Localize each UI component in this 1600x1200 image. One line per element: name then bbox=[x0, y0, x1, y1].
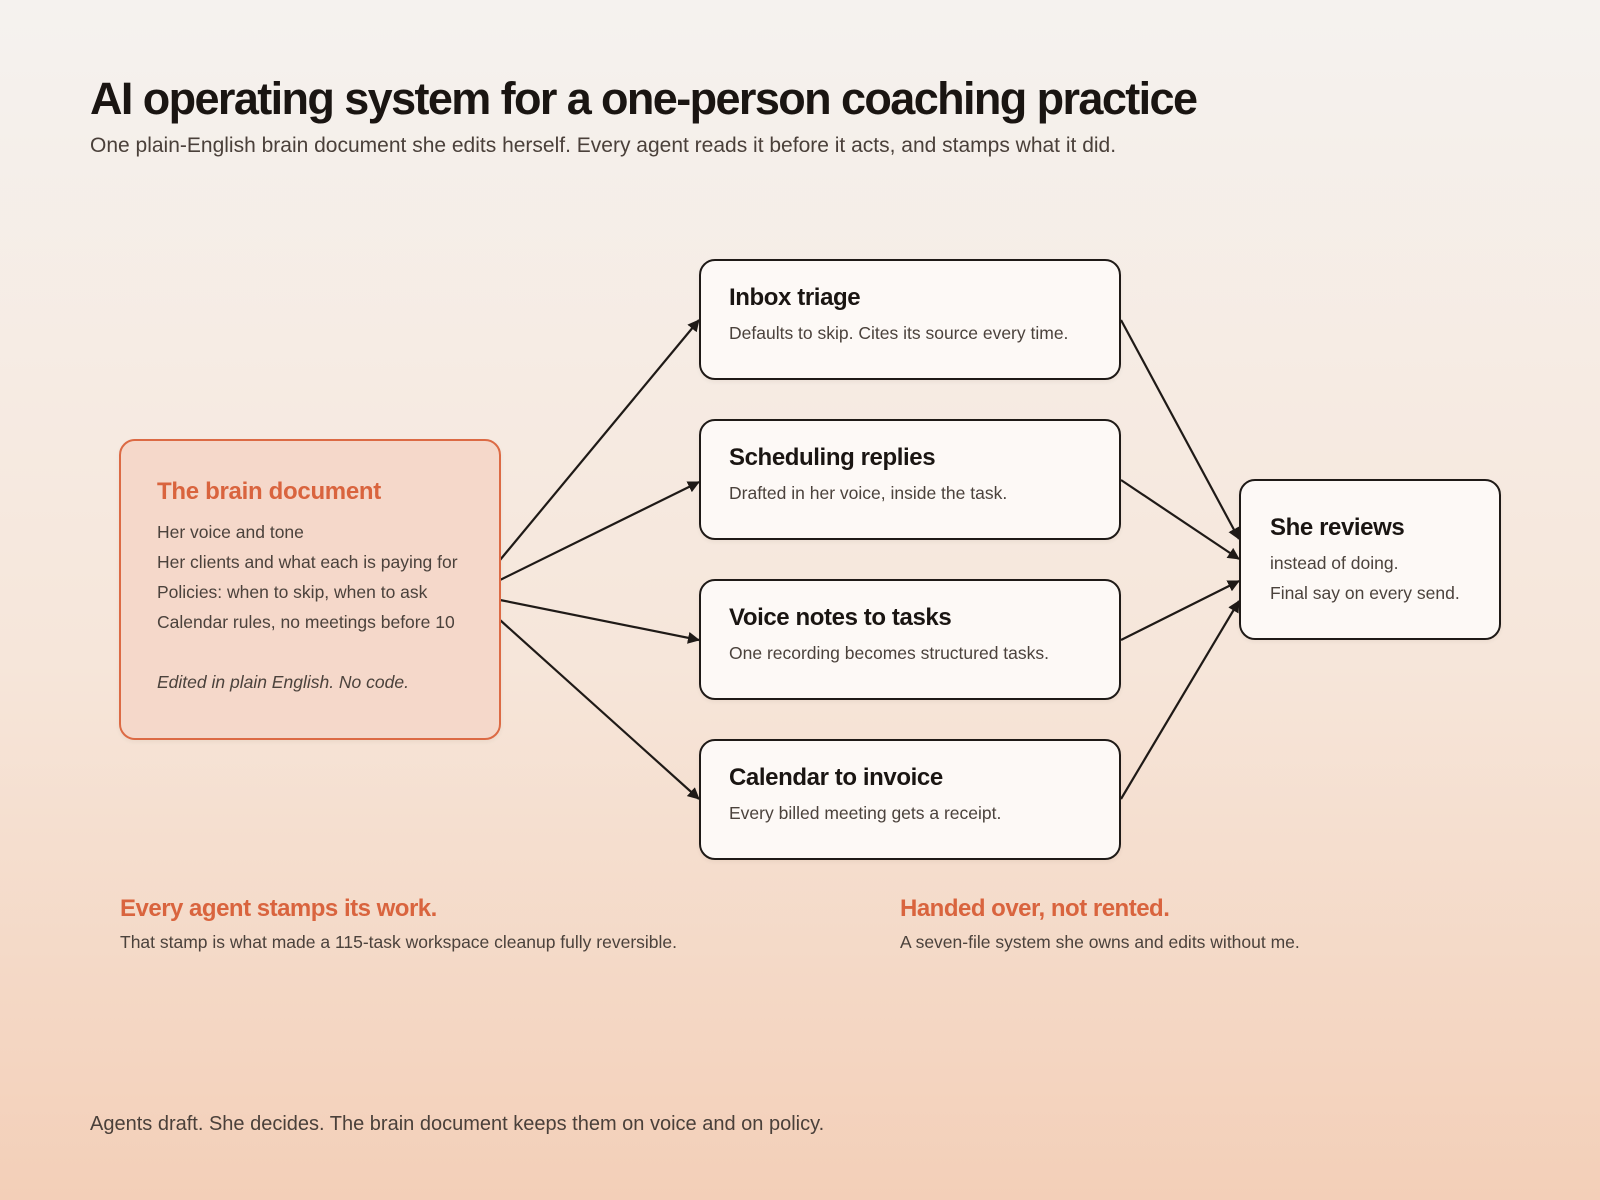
agent-description: Every billed meeting gets a receipt. bbox=[729, 803, 1002, 823]
agent-description: One recording becomes structured tasks. bbox=[729, 643, 1050, 663]
arrow-scheduling-replies-to-review bbox=[1120, 479, 1240, 560]
agent-title: Voice notes to tasks bbox=[729, 604, 952, 631]
footnote-title: Every agent stamps its work. bbox=[120, 895, 437, 922]
arrow-brain-to-calendar-invoice bbox=[499, 619, 700, 800]
brain-document-title: The brain document bbox=[157, 478, 381, 505]
agent-title: Inbox triage bbox=[729, 284, 861, 311]
arrow-brain-to-scheduling-replies bbox=[499, 481, 700, 581]
review-box: She reviews instead of doing. Final say … bbox=[1239, 479, 1501, 640]
brain-item: Her clients and what each is paying for bbox=[157, 552, 458, 572]
footnote-text: That stamp is what made a 115-task works… bbox=[120, 932, 678, 952]
brain-item: Her voice and tone bbox=[157, 522, 304, 542]
review-line: Final say on every send. bbox=[1270, 583, 1460, 603]
agent-box-calendar-to-invoice: Calendar to invoice Every billed meeting… bbox=[699, 739, 1121, 860]
footnote-stamps: Every agent stamps its work. That stamp … bbox=[120, 894, 677, 956]
arrow-inbox-triage-to-review bbox=[1120, 319, 1240, 540]
brain-document-note: Edited in plain English. No code. bbox=[157, 672, 409, 692]
brain-item: Calendar rules, no meetings before 10 bbox=[157, 612, 455, 632]
agent-box-inbox-triage: Inbox triage Defaults to skip. Cites its… bbox=[699, 259, 1121, 380]
arrow-brain-to-voice-notes bbox=[499, 598, 700, 644]
brain-document-list: Her voice and tone Her clients and what … bbox=[157, 517, 499, 637]
footnote-text: A seven-file system she owns and edits w… bbox=[900, 932, 1300, 952]
agent-title: Scheduling replies bbox=[729, 444, 936, 471]
arrow-brain-to-inbox-triage bbox=[499, 319, 700, 561]
footer-text: Agents draft. She decides. The brain doc… bbox=[90, 1113, 825, 1135]
agent-title: Calendar to invoice bbox=[729, 764, 943, 791]
brain-item: Policies: when to skip, when to ask bbox=[157, 582, 428, 602]
footnote-handed-over: Handed over, not rented. A seven-file sy… bbox=[900, 894, 1300, 956]
agent-description: Defaults to skip. Cites its source every… bbox=[729, 323, 1069, 343]
review-lines: instead of doing. Final say on every sen… bbox=[1270, 548, 1499, 608]
page-title: AI operating system for a one-person coa… bbox=[90, 73, 1198, 124]
agent-box-scheduling-replies: Scheduling replies Drafted in her voice,… bbox=[699, 419, 1121, 540]
arrow-voice-notes-to-review bbox=[1120, 580, 1240, 641]
review-title: She reviews bbox=[1270, 514, 1405, 541]
agent-box-voice-notes-to-tasks: Voice notes to tasks One recording becom… bbox=[699, 579, 1121, 700]
brain-document-box: The brain document Her voice and tone He… bbox=[119, 439, 501, 740]
agent-description: Drafted in her voice, inside the task. bbox=[729, 483, 1008, 503]
arrow-calendar-invoice-to-review bbox=[1120, 600, 1240, 800]
review-line: instead of doing. bbox=[1270, 553, 1399, 573]
footnote-title: Handed over, not rented. bbox=[900, 895, 1170, 922]
page-subtitle: One plain-English brain document she edi… bbox=[90, 134, 1117, 157]
